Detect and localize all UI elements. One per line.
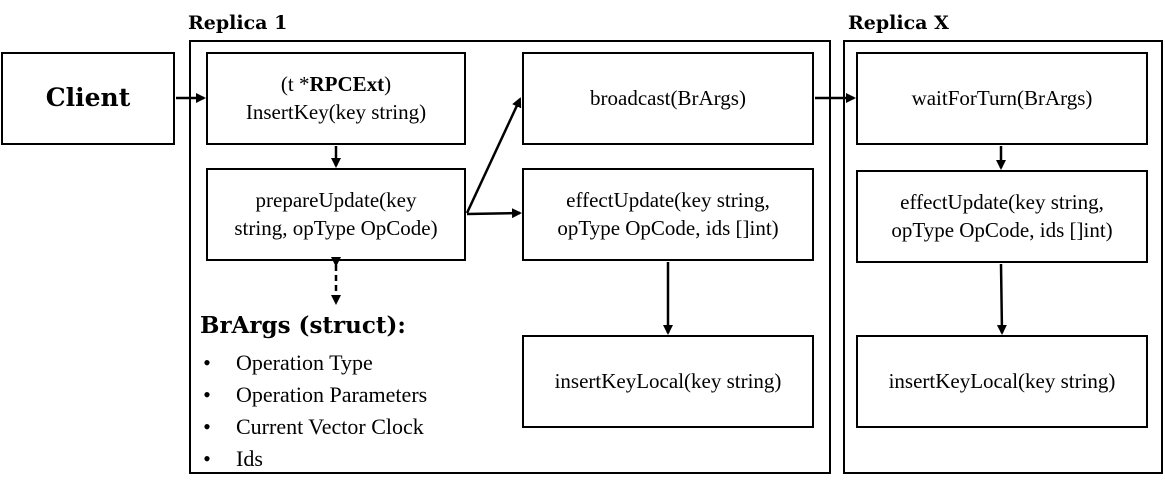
insert-key-receiver: (t *RPCExt) (280, 72, 392, 97)
list-item: •Ids (203, 446, 263, 471)
broadcast-label: broadcast(BrArgs) (590, 85, 746, 110)
insert-key-node: (t *RPCExt) InsertKey(key string) (206, 52, 466, 145)
effect-update-rx-line1: effectUpdate(key string, (900, 190, 1104, 215)
insert-key-local-node-rx: insertKeyLocal(key string) (856, 335, 1148, 428)
prepare-update-node: prepareUpdate(key string, opType OpCode) (206, 168, 466, 261)
prepare-update-line1: prepareUpdate(key (255, 188, 417, 213)
insert-key-local-r1-label: insertKeyLocal(key string) (554, 368, 782, 393)
effect-update-rx-line2: opType OpCode, ids []int) (891, 217, 1113, 242)
effect-update-node-r1: effectUpdate(key string, opType OpCode, … (522, 168, 814, 261)
effect-update-node-rx: effectUpdate(key string, opType OpCode, … (856, 170, 1148, 263)
insert-key-local-node-r1: insertKeyLocal(key string) (522, 335, 814, 428)
prepare-update-line2: string, opType OpCode) (234, 215, 438, 240)
client-label: Client (45, 83, 131, 113)
list-item: •Operation Parameters (203, 382, 428, 407)
insert-key-local-rx-label: insertKeyLocal(key string) (888, 368, 1116, 393)
replicax-label: Replica X (848, 12, 949, 34)
effect-update-r1-line1: effectUpdate(key string, (566, 188, 770, 213)
client-node: Client (1, 52, 175, 145)
brargs-list: •Operation Type •Operation Parameters •C… (200, 347, 500, 475)
insert-key-signature: InsertKey(key string) (245, 99, 427, 124)
brargs-title: BrArgs (struct): (200, 312, 406, 339)
list-item: •Operation Type (203, 350, 373, 375)
list-item: •Current Vector Clock (203, 414, 424, 439)
broadcast-node: broadcast(BrArgs) (522, 52, 814, 145)
wait-for-turn-label: waitForTurn(BrArgs) (911, 85, 1093, 110)
wait-for-turn-node: waitForTurn(BrArgs) (856, 52, 1148, 145)
replica1-label: Replica 1 (188, 12, 288, 34)
effect-update-r1-line2: opType OpCode, ids []int) (557, 215, 779, 240)
